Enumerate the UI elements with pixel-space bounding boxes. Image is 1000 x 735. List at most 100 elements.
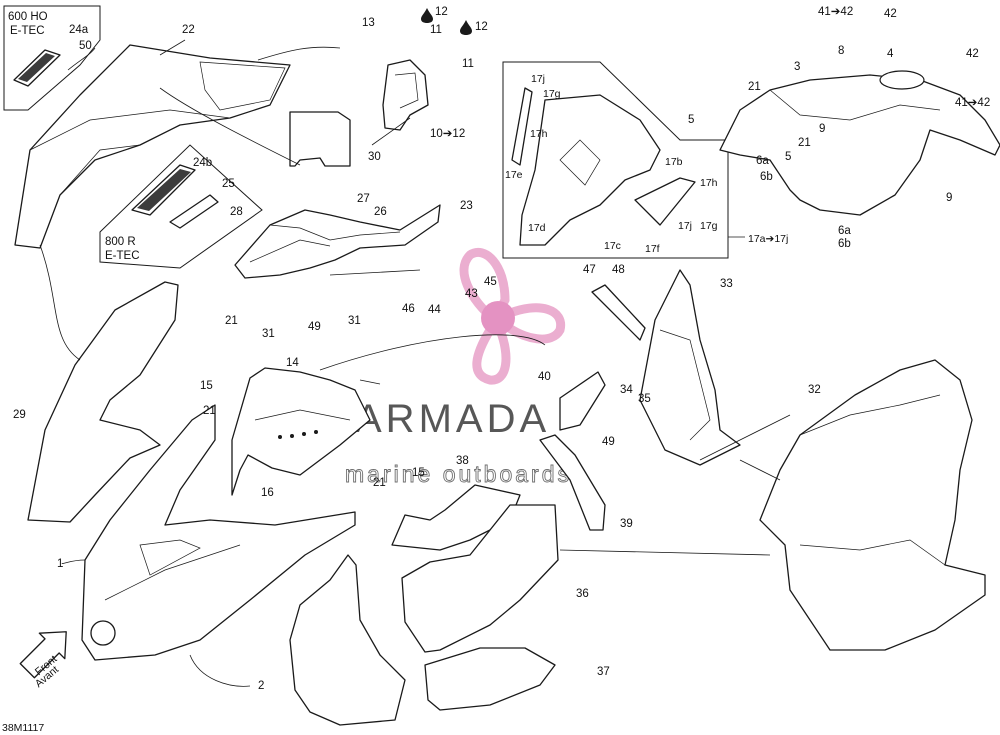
label-6b-2: 6b — [838, 238, 851, 250]
label-21c: 21 — [373, 477, 386, 489]
label-3: 3 — [794, 61, 800, 73]
label-21e: 21 — [798, 137, 811, 149]
label-17h-a: 17h — [530, 128, 548, 140]
label-1: 1 — [57, 558, 63, 570]
part-40-panel — [559, 371, 606, 431]
label-42-a: 42 — [884, 8, 897, 20]
label-17g-a: 17g — [543, 88, 561, 100]
label-9b: 9 — [946, 192, 952, 204]
label-32: 32 — [808, 384, 821, 396]
part-30-panel — [289, 111, 351, 167]
label-50: 50 — [79, 40, 92, 52]
label-47: 47 — [583, 264, 596, 276]
label-41-42-a: 41➔42 — [818, 6, 853, 18]
part-47-strap — [591, 284, 646, 341]
label-23: 23 — [460, 200, 473, 212]
label-40: 40 — [538, 371, 551, 383]
label-41-42-b: 41➔42 — [955, 97, 990, 109]
label-21d: 21 — [748, 81, 761, 93]
label-38: 38 — [456, 455, 469, 467]
part-32-side-panel — [759, 359, 986, 651]
label-9a: 9 — [819, 123, 825, 135]
label-37: 37 — [597, 666, 610, 678]
label-44: 44 — [428, 304, 441, 316]
box-600-title-line2: E-TEC — [10, 25, 45, 37]
label-4: 4 — [887, 48, 894, 60]
part-36-panel — [401, 504, 559, 653]
label-6a-2: 6a — [838, 225, 851, 237]
label-8: 8 — [838, 45, 844, 57]
label-17a-17j: 17a➔17j — [748, 233, 788, 245]
label-17j-b: 17j — [678, 220, 692, 232]
diagram-code: 38M1117 — [2, 722, 44, 734]
label-22: 22 — [182, 24, 195, 36]
box-800-title-line1: 800 R — [105, 236, 136, 248]
label-11a: 11 — [430, 24, 442, 36]
label-13: 13 — [362, 17, 375, 29]
label-21b: 21 — [203, 405, 216, 417]
label-27: 27 — [357, 193, 370, 205]
label-25: 25 — [222, 178, 235, 190]
part-22-side-panel — [14, 44, 291, 249]
label-34: 34 — [620, 384, 633, 396]
label-17d: 17d — [528, 222, 546, 234]
leader-lines — [39, 39, 791, 687]
label-46: 46 — [402, 303, 415, 315]
label-5b: 5 — [785, 151, 791, 163]
label-17f: 17f — [645, 243, 660, 255]
label-26: 26 — [374, 206, 387, 218]
watermark-brand: ARMADA — [355, 397, 550, 441]
label-42-b: 42 — [966, 48, 979, 60]
part-3-hood — [719, 70, 1000, 216]
label-15a: 15 — [200, 380, 213, 392]
label-28: 28 — [230, 206, 243, 218]
front-arrow-icon — [19, 631, 67, 679]
label-12b: 12 — [475, 21, 488, 33]
part-29-panel — [27, 281, 179, 523]
label-35: 35 — [638, 393, 651, 405]
part-1-nose — [81, 404, 356, 661]
part-33-bracket — [639, 269, 741, 466]
watermark-logo: ARMADA marine outboards — [345, 247, 569, 487]
label-49a: 49 — [308, 321, 321, 333]
label-43: 43 — [465, 288, 478, 300]
label-2: 2 — [258, 680, 264, 692]
box-600-ho: 600 HO E-TEC — [3, 5, 101, 111]
part-2-panel — [289, 554, 406, 726]
label-30: 30 — [368, 151, 381, 163]
label-6b-1: 6b — [760, 171, 773, 183]
oil-drop-icon — [421, 8, 472, 35]
box-800-r: 800 R E-TEC — [99, 144, 263, 269]
part-37-panel — [424, 647, 556, 711]
label-33: 33 — [720, 278, 733, 290]
propeller-logo — [459, 247, 566, 385]
part-14-bracket — [231, 367, 371, 496]
part-10-bracket — [382, 59, 429, 131]
label-24a: 24a — [69, 24, 89, 36]
label-6a-1: 6a — [756, 155, 769, 167]
label-17e: 17e — [505, 169, 523, 181]
part-38-panel — [391, 484, 521, 551]
label-36: 36 — [576, 588, 589, 600]
label-5a: 5 — [688, 114, 694, 126]
label-39: 39 — [620, 518, 633, 530]
label-12a: 12 — [435, 6, 448, 18]
label-31b: 31 — [348, 315, 361, 327]
label-24b: 24b — [193, 157, 212, 169]
label-15b: 15 — [412, 467, 425, 479]
label-17c: 17c — [604, 240, 621, 252]
label-31a: 31 — [262, 328, 275, 340]
label-45: 45 — [484, 276, 497, 288]
label-14: 14 — [286, 357, 299, 369]
part-23-frame — [234, 204, 441, 279]
box-800-title-line2: E-TEC — [105, 250, 140, 262]
box-600-title-line1: 600 HO — [8, 11, 48, 23]
label-21a: 21 — [225, 315, 238, 327]
part-17-windshield — [511, 87, 696, 246]
label-17b: 17b — [665, 156, 683, 168]
part-39-strip — [539, 434, 606, 531]
label-49b: 49 — [602, 436, 615, 448]
label-11b: 11 — [462, 58, 474, 70]
